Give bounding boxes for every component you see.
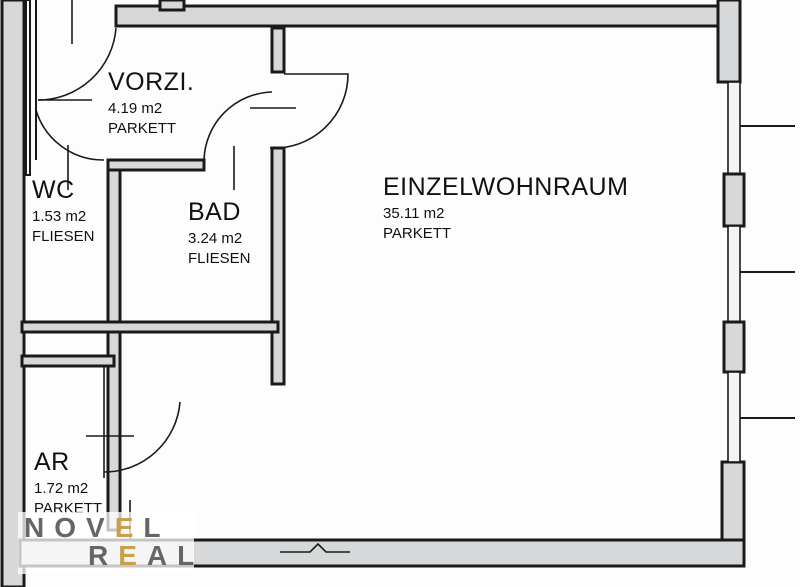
wall-vorzi-living-top <box>270 26 286 74</box>
room-vorzimmer: VORZI. 4.19 m2 PARKETT <box>108 68 195 137</box>
room-floor: FLIESEN <box>188 250 251 267</box>
room-einzelwohnraum: EINZELWOHNRAUM 35.11 m2 PARKETT <box>383 173 629 242</box>
bottom-wall-detail <box>280 542 350 553</box>
wc-inner-line <box>25 0 31 176</box>
exterior-wall-right-top <box>716 0 742 84</box>
watermark-logo: NOVEL REAL <box>18 512 194 574</box>
wall-bad-living <box>270 146 286 386</box>
room-name: VORZI. <box>108 68 195 96</box>
window-right-2 <box>727 225 741 323</box>
wall-under-wc-bad <box>20 320 280 334</box>
exterior-wall-left <box>0 0 26 587</box>
wall-vorzi-bottom <box>106 158 206 172</box>
wall-above-ar <box>20 354 116 368</box>
room-name: WC <box>32 176 75 204</box>
window-pier-1 <box>722 172 746 228</box>
living-door-swing <box>269 73 349 149</box>
entrance-door-swing <box>37 27 117 101</box>
room-area: 4.19 m2 <box>108 100 163 117</box>
window-right-3 <box>727 371 741 463</box>
wall-wc-bad <box>106 166 122 532</box>
room-floor: FLIESEN <box>32 228 95 245</box>
bad-door-swing <box>203 91 273 161</box>
window-pier-2 <box>722 320 746 374</box>
wall-stub-top <box>158 0 186 12</box>
logo-line-1: NOVEL <box>24 512 171 543</box>
exterior-wall-top <box>114 4 730 28</box>
room-name: BAD <box>188 198 241 226</box>
room-bad: BAD 3.24 m2 FLIESEN <box>188 198 251 267</box>
room-area: 35.11 m2 <box>383 205 445 222</box>
room-name: EINZELWOHNRAUM <box>383 173 629 201</box>
room-floor: PARKETT <box>383 225 452 242</box>
room-area: 3.24 m2 <box>188 230 243 247</box>
wc-door-swing <box>35 109 105 161</box>
ar-door-swing <box>103 401 181 473</box>
window-right-1 <box>727 81 741 175</box>
logo-line-2: REAL <box>88 540 205 571</box>
room-name: AR <box>34 448 70 476</box>
room-wc: WC 1.53 m2 FLIESEN <box>32 176 95 245</box>
room-area: 1.72 m2 <box>34 480 89 497</box>
room-area: 1.53 m2 <box>32 208 87 225</box>
room-floor: PARKETT <box>108 120 177 137</box>
room-ar: AR 1.72 m2 PARKETT <box>34 448 102 517</box>
